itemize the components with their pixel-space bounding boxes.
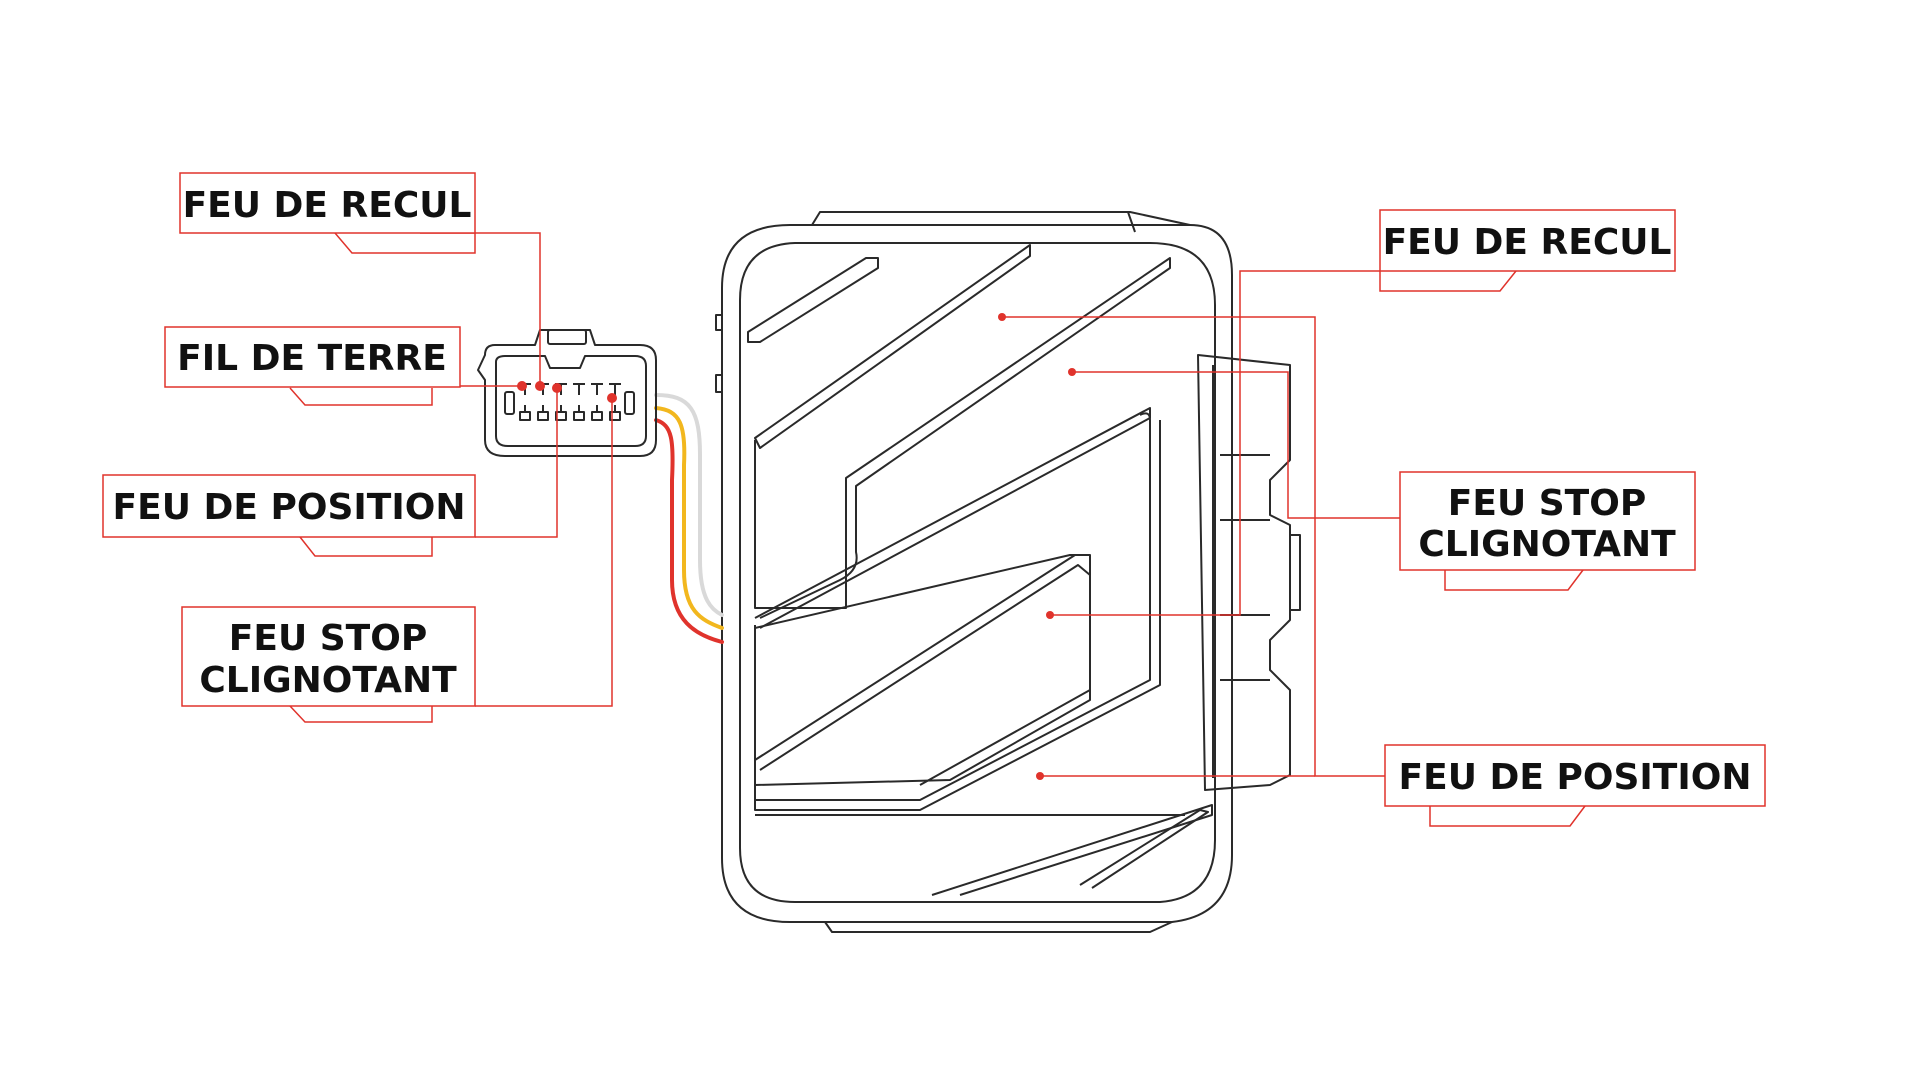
- wire-white: [654, 393, 724, 617]
- lamp-dot-reverse: [1046, 611, 1054, 619]
- box-left-stop: [181, 606, 476, 707]
- box-left-ground: [164, 326, 461, 388]
- label-left-reverse: FEU DE RECUL: [183, 185, 472, 226]
- wire-red: [654, 418, 724, 644]
- leader-lines: [289, 232, 1586, 827]
- pin-dot-position: [552, 383, 562, 393]
- lamp-dot-position-lower: [1036, 772, 1044, 780]
- lamp-dot-position-upper: [998, 313, 1006, 321]
- box-left-reverse: [179, 172, 476, 234]
- wire-yellow: [654, 406, 724, 630]
- top-pin-row: [519, 383, 621, 395]
- pin-dots: [517, 313, 1076, 780]
- label-right-position: FEU DE POSITION: [1399, 757, 1752, 798]
- wire-harness: [654, 393, 724, 644]
- label-left-stop-line2: CLIGNOTANT: [199, 660, 457, 701]
- labels: FEU DE RECUL FIL DE TERRE FEU DE POSITIO…: [113, 185, 1752, 798]
- box-right-reverse: [1379, 209, 1676, 272]
- label-left-ground: FIL DE TERRE: [177, 338, 447, 379]
- connector-plug: [477, 329, 657, 457]
- label-right-stop-line2: CLIGNOTANT: [1418, 524, 1676, 565]
- label-left-stop-line1: FEU STOP: [229, 618, 427, 659]
- tail-light-housing: [715, 211, 1301, 933]
- pin-dot-ground: [517, 381, 527, 391]
- bottom-pin-row: [519, 405, 621, 421]
- pin-dot-reverse: [535, 381, 545, 391]
- label-right-stop-line1: FEU STOP: [1448, 483, 1646, 524]
- pin-dot-stop: [607, 393, 617, 403]
- box-right-stop: [1399, 471, 1696, 571]
- label-right-reverse: FEU DE RECUL: [1383, 222, 1672, 263]
- label-boxes: [102, 172, 1766, 807]
- box-right-position: [1384, 744, 1766, 807]
- label-left-position: FEU DE POSITION: [113, 487, 466, 528]
- box-left-position: [102, 474, 476, 538]
- lamp-dot-stop: [1068, 368, 1076, 376]
